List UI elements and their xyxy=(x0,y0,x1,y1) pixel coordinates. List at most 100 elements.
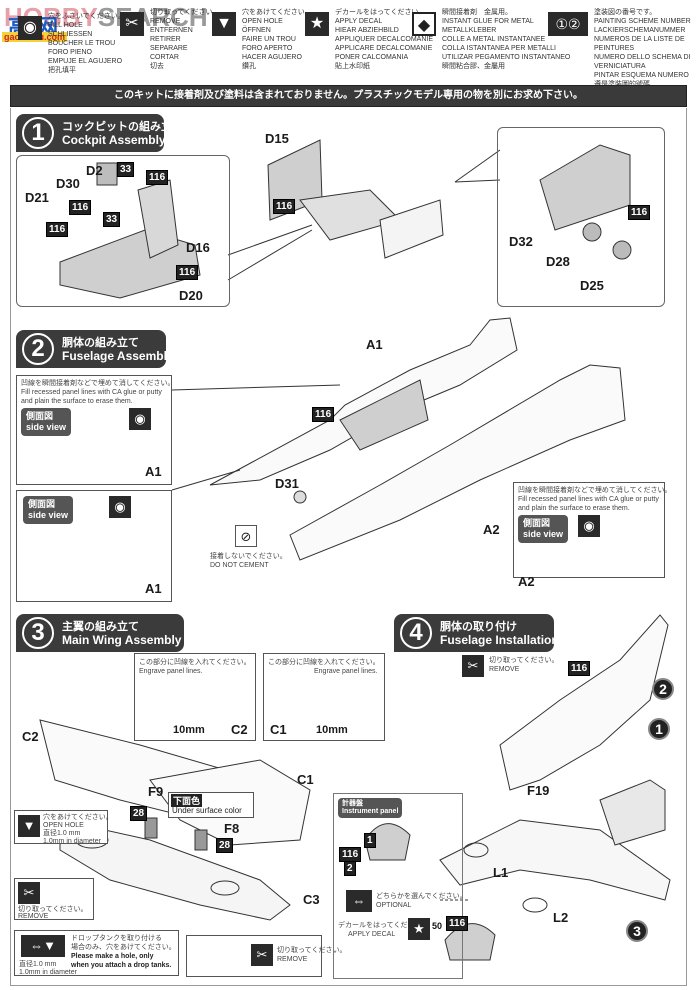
legend-text: RETIRER xyxy=(150,36,181,43)
legend-text: SEPARARE xyxy=(150,45,188,52)
legend-text: CORTAR xyxy=(150,54,179,61)
diameter-en: 1.0mm in diameter xyxy=(19,969,77,976)
paint-code-badge: 33 xyxy=(103,212,121,227)
diameter-jp: 直径1.0 mm xyxy=(19,961,57,968)
part-label: C2 xyxy=(22,729,39,744)
optional-arrow-icon: ⇔▼ xyxy=(21,935,65,957)
no-cement-icon: ⊘ xyxy=(235,525,257,547)
paint-code-badge: 116 xyxy=(146,170,169,185)
legend-text: PEINTURES xyxy=(594,45,635,52)
under-surface-en: Under surface color xyxy=(172,806,242,815)
fill-hole-icon: ◉ xyxy=(578,515,600,537)
star-decal-icon: ★ xyxy=(305,12,329,36)
part-label: D28 xyxy=(546,254,570,269)
part-d31-drawing xyxy=(293,490,307,504)
legend-text: 切去 xyxy=(150,63,164,70)
legend-text: 貼上水印紙 xyxy=(335,63,370,70)
step-3-title-jp: 主翼の組み立て xyxy=(62,621,139,633)
paint-code-badge: 2 xyxy=(344,861,356,876)
remove-jp: 切り取ってください。 xyxy=(18,906,88,913)
step-1-detail-panel xyxy=(16,155,230,307)
legend-text: FILL HOLE xyxy=(48,22,83,29)
paint-code-badge: 33 xyxy=(117,162,135,177)
part-label: D32 xyxy=(509,234,533,249)
legend-text: UTILIZAR PEGAMENTO INSTANTANEO xyxy=(442,54,571,61)
remove-en: REMOVE xyxy=(489,666,520,673)
instrument-panel-b-drawing xyxy=(444,923,496,961)
fill-note-en: and plain the surface to erase them. xyxy=(21,398,133,405)
remove-en: REMOVE xyxy=(277,956,308,963)
paint-code-badge: 116 xyxy=(628,205,651,220)
leader-line xyxy=(171,469,241,491)
legend-text: 塗装図の番号です。 xyxy=(594,9,657,16)
legend-text: APPLIQUER DECALCOMANIE xyxy=(335,36,434,43)
step-1-title-en: Cockpit Assembly xyxy=(62,133,166,147)
watermark-brand-b: SEARCH xyxy=(97,2,208,32)
side-view-jp: 側面図 xyxy=(523,518,551,528)
step-ref-1: 1 xyxy=(648,718,670,740)
step-3-header: 3 主翼の組み立て Main Wing Assembly xyxy=(16,614,184,652)
part-label: F8 xyxy=(224,821,240,836)
part-l1-drawing xyxy=(463,842,489,858)
legend-text: INSTANT GLUE FOR METAL xyxy=(442,18,534,25)
diameter-en: 1.0mm in diameter xyxy=(43,838,101,845)
legend-text: PINTAR ESQUEMA NUMERO xyxy=(594,72,689,79)
legend-text: ENTFERNEN xyxy=(150,27,193,34)
instrument-panel-a-drawing xyxy=(364,823,411,861)
side-view-en: side view xyxy=(523,529,564,539)
open-hole-jp: 穴をあけてください。 xyxy=(43,814,113,821)
legend-text: PONER CALCOMANIA xyxy=(335,54,409,61)
paint-code-badge: 116 xyxy=(339,847,362,862)
step-4-title-jp: 胴体の取り付け xyxy=(440,621,517,633)
hole-drawing xyxy=(210,880,240,896)
legend-text: BOUCHER LE TROU xyxy=(48,40,116,47)
part-label: A1 xyxy=(366,337,383,352)
step-2-number: 2 xyxy=(22,333,54,365)
decal-jp: デカールをはってください。 xyxy=(338,922,429,929)
part-label: C1 xyxy=(297,772,314,787)
side-panel-drawing xyxy=(379,199,444,259)
side-view-en: side view xyxy=(28,510,69,520)
legend-text: 遵是塗裝圖的號碼 xyxy=(594,80,697,89)
engrave-note-en: Engrave panel lines. xyxy=(139,668,203,675)
instruction-frame xyxy=(10,108,687,986)
symbol-legend: ◉ 穴をふさいでください。 FILL HOLE SCHLIESSEN BOUCH… xyxy=(0,0,697,88)
paint-code-badge: 116 xyxy=(176,265,199,280)
step-4-title-en: Fuselage Installation xyxy=(440,633,559,647)
part-label: F19 xyxy=(527,783,550,798)
paint-code-badge: 1 xyxy=(364,833,376,848)
engrave-note-en: Engrave panel lines. xyxy=(314,668,378,675)
star-decal-icon: ★ xyxy=(408,918,430,940)
wing-assembled-drawing xyxy=(439,819,671,901)
fill-note-en: and plain the surface to erase them. xyxy=(518,505,630,512)
legend-text: COLLE A METAL INSTANTANEE xyxy=(442,36,546,43)
engrave-box-c2: この部分に凹線を入れてください。 Engrave panel lines. 10… xyxy=(134,653,256,741)
part-label: C3 xyxy=(303,892,320,907)
fill-note-en: Fill recessed panel lines with CA glue o… xyxy=(21,389,162,396)
remove-icon: ✂ xyxy=(18,882,40,904)
step-1-door-panel xyxy=(497,127,665,307)
leader-line xyxy=(454,149,501,183)
part-label: L2 xyxy=(553,910,569,925)
part-label: D30 xyxy=(56,176,80,191)
legend-text: SCHLIESSEN xyxy=(48,31,93,38)
open-hole-icon: ▼ xyxy=(18,815,40,837)
legend-text: NUMEROS DE LA LISTE DE xyxy=(594,36,685,43)
step-4-header: 4 胴体の取り付け Fuselage Installation xyxy=(394,614,559,652)
fill-hole-icon: ◉ xyxy=(109,496,131,518)
legend-text: FORO APERTO xyxy=(242,45,293,52)
legend-text: ÖFFNEN xyxy=(242,27,271,34)
remove-note-left: ✂ 切り取ってください。 REMOVE xyxy=(14,878,94,920)
paint-code-badge: 28 xyxy=(216,838,234,853)
part-label: A2 xyxy=(518,574,535,589)
fill-note-en: Fill recessed panel lines with CA glue o… xyxy=(518,496,659,503)
part-l2-drawing xyxy=(522,897,548,913)
legend-text: METALLKLEBER xyxy=(442,27,497,34)
side-view-box-a1-top: 凹線を瞬間接着剤などで埋めて消してください。 Fill recessed pan… xyxy=(16,375,174,485)
legend-text: APPLY DECAL xyxy=(335,18,383,25)
step-ref-3: 3 xyxy=(626,920,648,942)
remove-icon: ✂ xyxy=(251,944,273,966)
drop-tank-en: Please make a hole, only xyxy=(71,953,154,960)
